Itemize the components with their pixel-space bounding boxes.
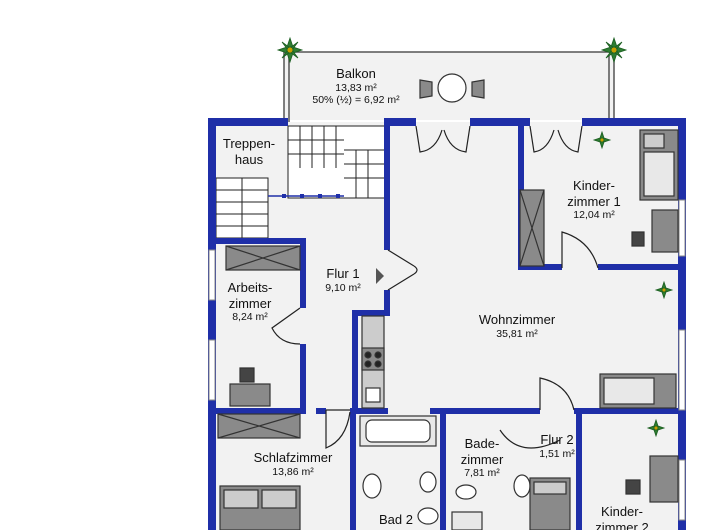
room-label-kinderzimmer1: Kinder- zimmer 1 12,04 m² [554, 178, 634, 222]
stair-treads [288, 126, 386, 198]
room-name-line2: zimmer 1 [567, 193, 621, 209]
room-note: 50% (½) = 6,92 m² [312, 94, 400, 107]
room-name-line1: Treppen- [222, 136, 276, 151]
room-area: 13,86 m² [272, 465, 314, 478]
room-area: 12,04 m² [573, 209, 615, 222]
room-label-flur1: Flur 1 9,10 m² [312, 266, 374, 294]
room-name: Bad 2 [379, 512, 413, 527]
room-area: 9,10 m² [325, 281, 361, 294]
balcony-door-left [415, 125, 471, 153]
toilet-icon [513, 474, 531, 498]
room-name-line1: Arbeits- [227, 280, 273, 295]
room-name: Wohnzimmer [478, 312, 556, 327]
wall-top-right [582, 118, 686, 126]
wall-top-mid [386, 118, 416, 126]
potted-plant-icon [592, 130, 612, 150]
room-area: 7,81 m² [464, 467, 500, 480]
doors [271, 125, 599, 449]
room-name-line2: zimmer [228, 295, 272, 311]
bed-icon [529, 477, 571, 530]
desk-kinder2 [649, 455, 679, 503]
room-name: Balkon [336, 66, 376, 81]
lower-stair-treads [216, 178, 268, 238]
chair-icon [419, 79, 433, 99]
room-area: 1,51 m² [539, 447, 575, 460]
room-area: 8,24 m² [232, 311, 268, 324]
bathtub-icon [359, 415, 437, 447]
room-name: Flur 2 [540, 432, 574, 447]
door-flur2 [539, 377, 575, 411]
wall-right [678, 118, 686, 530]
room-name: Flur 1 [326, 266, 360, 281]
room-label-schlafzimmer: Schlafzimmer 13,86 m² [238, 450, 348, 478]
room-area: 13,83 m² [335, 81, 377, 94]
potted-plant-icon [646, 418, 666, 438]
room-name-line1: Bade- [464, 436, 500, 451]
door-flur1 [387, 249, 415, 291]
stove-icon [361, 347, 385, 371]
toilet-icon [362, 473, 382, 499]
sink-icon [455, 484, 477, 500]
wall-top-mid2 [470, 118, 530, 126]
bed-icon [639, 129, 679, 201]
potted-plant-icon [276, 36, 304, 64]
chair-icon [471, 79, 485, 99]
potted-plant-icon [654, 280, 674, 300]
room-name-line2: zimmer [460, 451, 504, 467]
door-arbeitszimmer [271, 307, 301, 345]
desk-arbeitszimmer [229, 383, 271, 407]
balcony-door-right [529, 125, 583, 153]
room-label-bad2: Bad 2 [368, 512, 424, 528]
walls [208, 118, 686, 530]
room-name-line2: zimmer 2 [595, 519, 649, 530]
door-kinderzimmer1 [561, 231, 599, 269]
room-name-line1: Kinder- [601, 504, 643, 519]
furniture [217, 73, 679, 530]
room-label-arbeitszimmer: Arbeits- zimmer 8,24 m² [216, 280, 284, 324]
wall-top-left [208, 118, 288, 126]
sink-icon [365, 387, 381, 403]
door-bad [499, 429, 561, 449]
room-label-kinderzimmer2: Kinder- zimmer 2 [582, 504, 662, 530]
balcony-table [419, 73, 485, 103]
room-label-treppenhaus: Treppen- haus [218, 136, 280, 167]
room-label-badezimmer: Bade- zimmer 7,81 m² [450, 436, 514, 480]
windows [208, 199, 686, 521]
chair-icon [625, 479, 641, 495]
chair-icon [631, 231, 645, 247]
toilet-icon [419, 471, 437, 493]
potted-plant-icon [600, 36, 628, 64]
room-label-wohnzimmer: Wohnzimmer 35,81 m² [460, 312, 574, 340]
door-schlafzimmer [325, 409, 351, 449]
desk-kinder1 [651, 209, 679, 253]
room-label-flur2: Flur 2 1,51 m² [530, 432, 584, 460]
railing-posts [282, 194, 340, 198]
wall-left [208, 118, 216, 530]
bed-icon [219, 485, 301, 530]
chair-icon [239, 367, 255, 383]
room-name: Schlafzimmer [253, 450, 333, 465]
balcony-outline [283, 51, 615, 122]
room-area: 35,81 m² [496, 327, 538, 340]
entry-arrow [376, 268, 384, 284]
plants [276, 36, 674, 438]
room-label-balkon: Balkon 13,83 m² 50% (½) = 6,92 m² [300, 66, 412, 107]
room-name-line1: Kinder- [573, 178, 615, 193]
room-name-line2: haus [234, 151, 264, 167]
